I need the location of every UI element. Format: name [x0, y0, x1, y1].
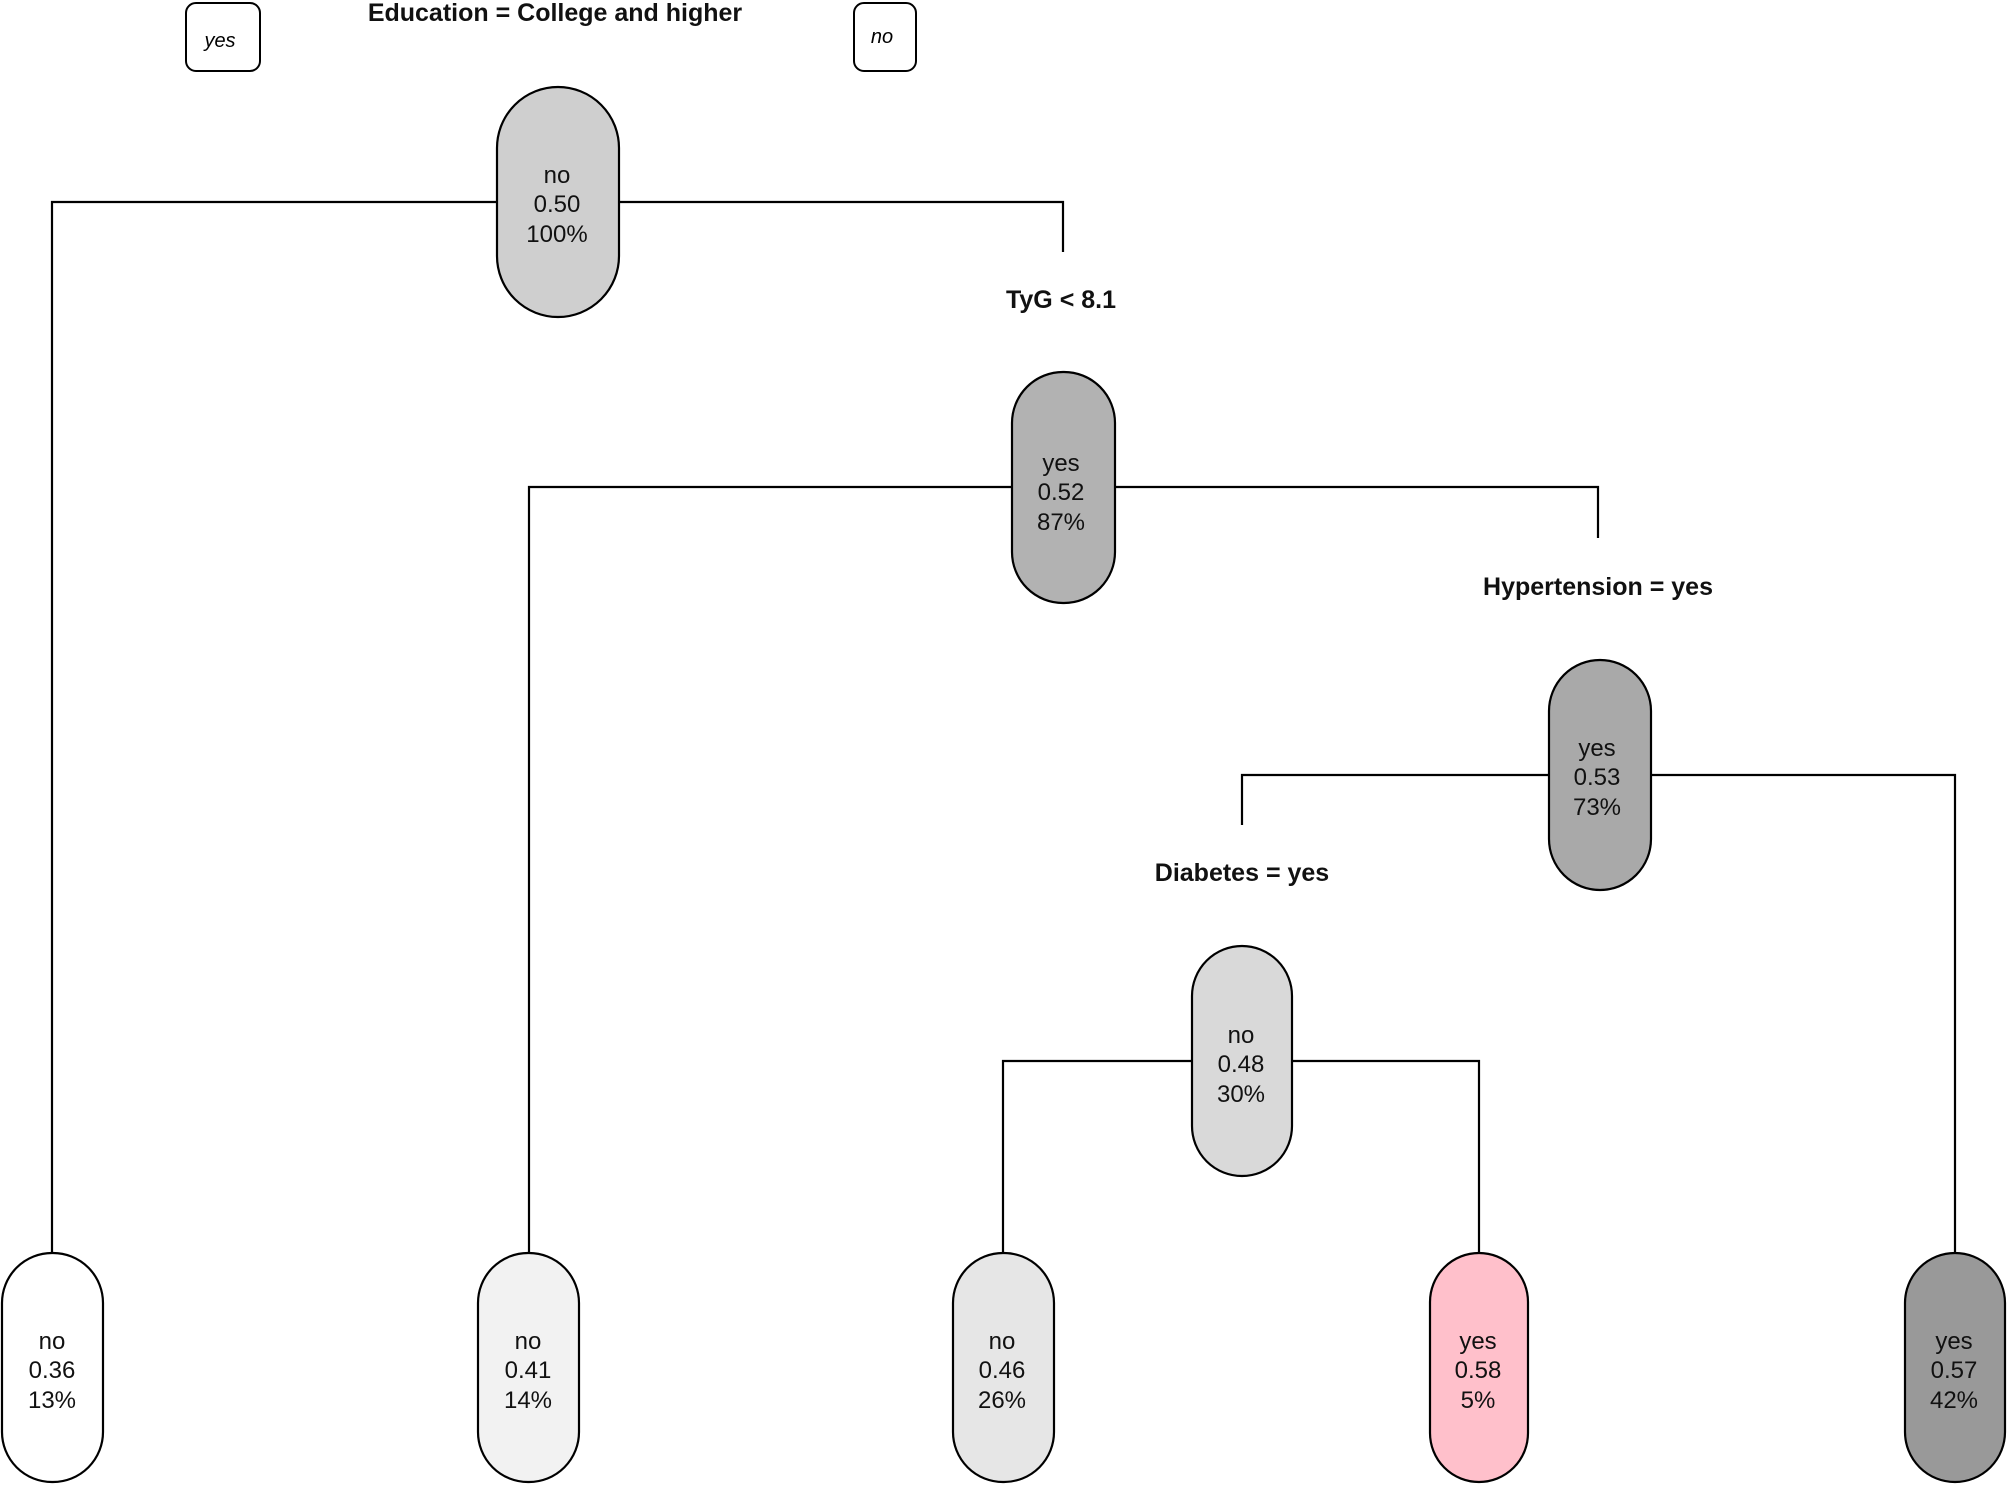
node-tyg-prob: 0.52	[1038, 479, 1085, 506]
leaf-node-1-pct: 13%	[28, 1387, 76, 1414]
node-diabetes-class: no	[1228, 1022, 1255, 1049]
node-tyg-box	[1010, 370, 1117, 605]
leaf-node-2-prob: 0.41	[505, 1357, 552, 1384]
node-hypertension-prob: 0.53	[1574, 764, 1621, 791]
leaf-node-4: yes 0.58 5%	[1428, 1251, 1530, 1484]
split-label-diabetes: Diabetes = yes	[1155, 859, 1329, 887]
legend-no-label: no	[871, 26, 893, 48]
leaf-node-4-class: yes	[1459, 1328, 1496, 1355]
leaf-node-2-pct: 14%	[504, 1387, 552, 1414]
leaf-node-1: no 0.36 13%	[0, 1251, 105, 1484]
node-tyg-class: yes	[1042, 450, 1079, 477]
leaf-node-1-class: no	[39, 1328, 66, 1355]
leaf-node-3-box	[951, 1251, 1056, 1484]
leaf-node-2-class: no	[515, 1328, 542, 1355]
split-label-tyg: TyG < 8.1	[1006, 286, 1116, 314]
leaf-node-4-box	[1428, 1251, 1530, 1484]
leaf-node-5-class: yes	[1935, 1328, 1972, 1355]
legend-no-box	[853, 2, 917, 72]
legend: yes no	[185, 2, 917, 72]
node-root-prob: 0.50	[534, 191, 581, 218]
node-diabetes-pct: 30%	[1217, 1081, 1265, 1108]
node-root: no 0.50 100%	[495, 85, 621, 319]
edge-hypertension-to-diabetes	[1240, 773, 1549, 825]
edge-tyg-to-hypertension	[1115, 485, 1600, 538]
edge-diabetes-to-leaf4	[1292, 1059, 1481, 1253]
edge-diabetes-to-leaf3	[1001, 1059, 1192, 1253]
leaf-node-5-prob: 0.57	[1931, 1357, 1978, 1384]
legend-yes-label: yes	[202, 30, 235, 52]
edge-tyg-to-leaf2	[527, 485, 1012, 1253]
leaf-node-3-pct: 26%	[978, 1387, 1026, 1414]
split-label-hypertension: Hypertension = yes	[1483, 573, 1713, 601]
node-diabetes-prob: 0.48	[1218, 1051, 1265, 1078]
leaf-node-1-prob: 0.36	[29, 1357, 76, 1384]
node-hypertension-box	[1547, 658, 1653, 892]
node-diabetes: no 0.48 30%	[1190, 944, 1294, 1178]
node-tyg: yes 0.52 87%	[1010, 370, 1117, 605]
legend-yes-box	[185, 2, 261, 72]
node-root-class: no	[544, 162, 571, 189]
node-tyg-pct: 87%	[1037, 509, 1085, 536]
node-hypertension: yes 0.53 73%	[1547, 658, 1653, 892]
edge-root-to-leaf1	[50, 200, 497, 1253]
leaf-node-4-pct: 5%	[1461, 1387, 1496, 1414]
edges	[50, 200, 1957, 1253]
leaf-node-1-box	[0, 1251, 105, 1484]
leaf-node-3-prob: 0.46	[979, 1357, 1026, 1384]
leaf-node-3-class: no	[989, 1328, 1016, 1355]
node-diabetes-box	[1190, 944, 1294, 1178]
split-label-education: Education = College and higher	[368, 0, 743, 27]
leaf-node-5-box	[1903, 1251, 2007, 1484]
edge-hypertension-to-leaf5	[1651, 773, 1957, 1253]
leaf-node-3: no 0.46 26%	[951, 1251, 1056, 1484]
node-hypertension-class: yes	[1578, 735, 1615, 762]
node-root-pct: 100%	[526, 221, 587, 248]
leaf-node-4-prob: 0.58	[1455, 1357, 1502, 1384]
node-hypertension-pct: 73%	[1573, 794, 1621, 821]
leaf-node-2-box	[476, 1251, 581, 1484]
node-root-box	[495, 85, 621, 319]
leaf-node-2: no 0.41 14%	[476, 1251, 581, 1484]
edge-root-to-tyg	[619, 200, 1065, 252]
leaf-node-5-pct: 42%	[1930, 1387, 1978, 1414]
leaf-node-5: yes 0.57 42%	[1903, 1251, 2007, 1484]
